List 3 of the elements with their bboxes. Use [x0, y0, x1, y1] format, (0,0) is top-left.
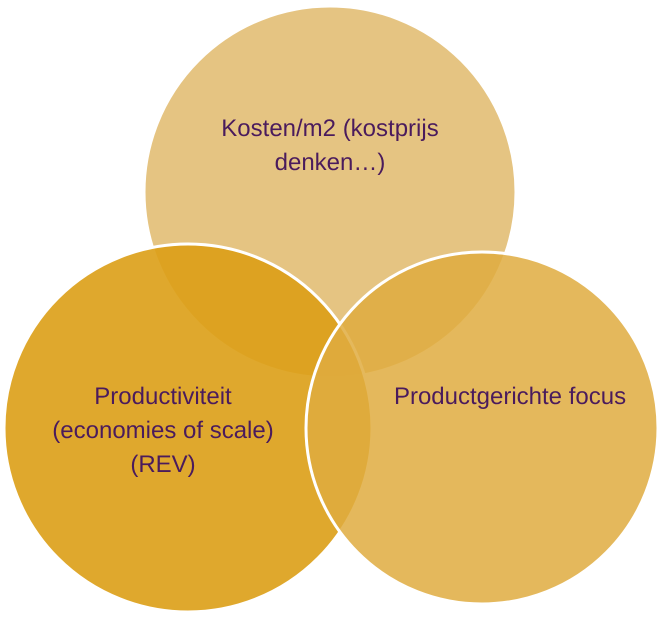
circle-label: Productgerichte focus: [392, 382, 628, 412]
circle-label: Productiviteit (economies of scale) (REV): [51, 382, 275, 480]
circle-label: Kosten/m2 (kostprijs denken…): [220, 114, 440, 178]
